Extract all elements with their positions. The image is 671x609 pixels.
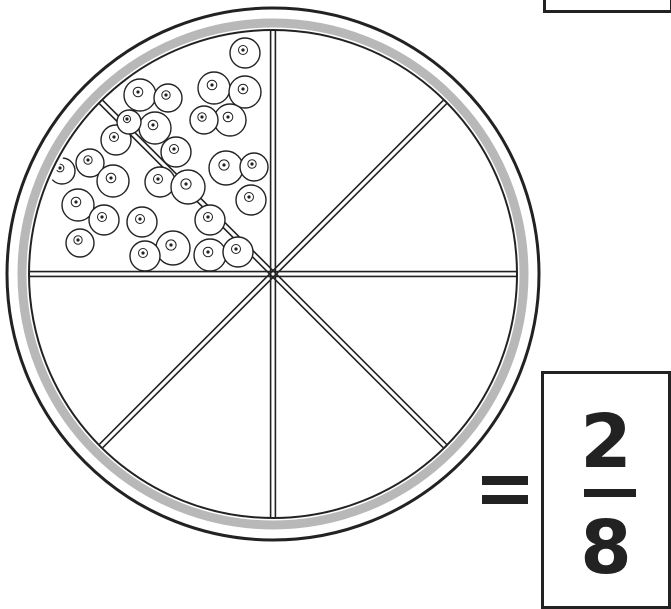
blueberry [194, 239, 226, 271]
blueberry [190, 106, 218, 134]
blueberry [171, 170, 205, 204]
fraction-denominator: 8 [544, 508, 668, 588]
blueberry [139, 112, 171, 144]
blueberry [97, 165, 129, 197]
blueberry [223, 237, 253, 267]
blueberry [229, 76, 261, 108]
blueberry [127, 207, 157, 237]
blueberry [198, 72, 230, 104]
blueberry [66, 229, 94, 257]
equals-sign [482, 470, 528, 510]
blueberry [230, 38, 260, 68]
blueberry [154, 84, 182, 112]
blueberry [145, 167, 175, 197]
pizza-inner-edge [29, 30, 517, 518]
blueberry [161, 137, 191, 167]
top-answer-box [543, 0, 671, 13]
blueberry [195, 205, 225, 235]
blueberry [117, 110, 141, 134]
blueberry [240, 153, 268, 181]
blueberry [209, 151, 243, 185]
blueberry [124, 79, 156, 111]
blueberry [214, 104, 246, 136]
fraction-numerator: 2 [544, 402, 668, 482]
blueberry [156, 231, 190, 265]
blueberry [236, 185, 266, 215]
blueberry [130, 241, 160, 271]
fraction-answer-box: 2 8 [541, 371, 671, 609]
fraction-bar [584, 489, 636, 497]
blueberry [89, 205, 119, 235]
